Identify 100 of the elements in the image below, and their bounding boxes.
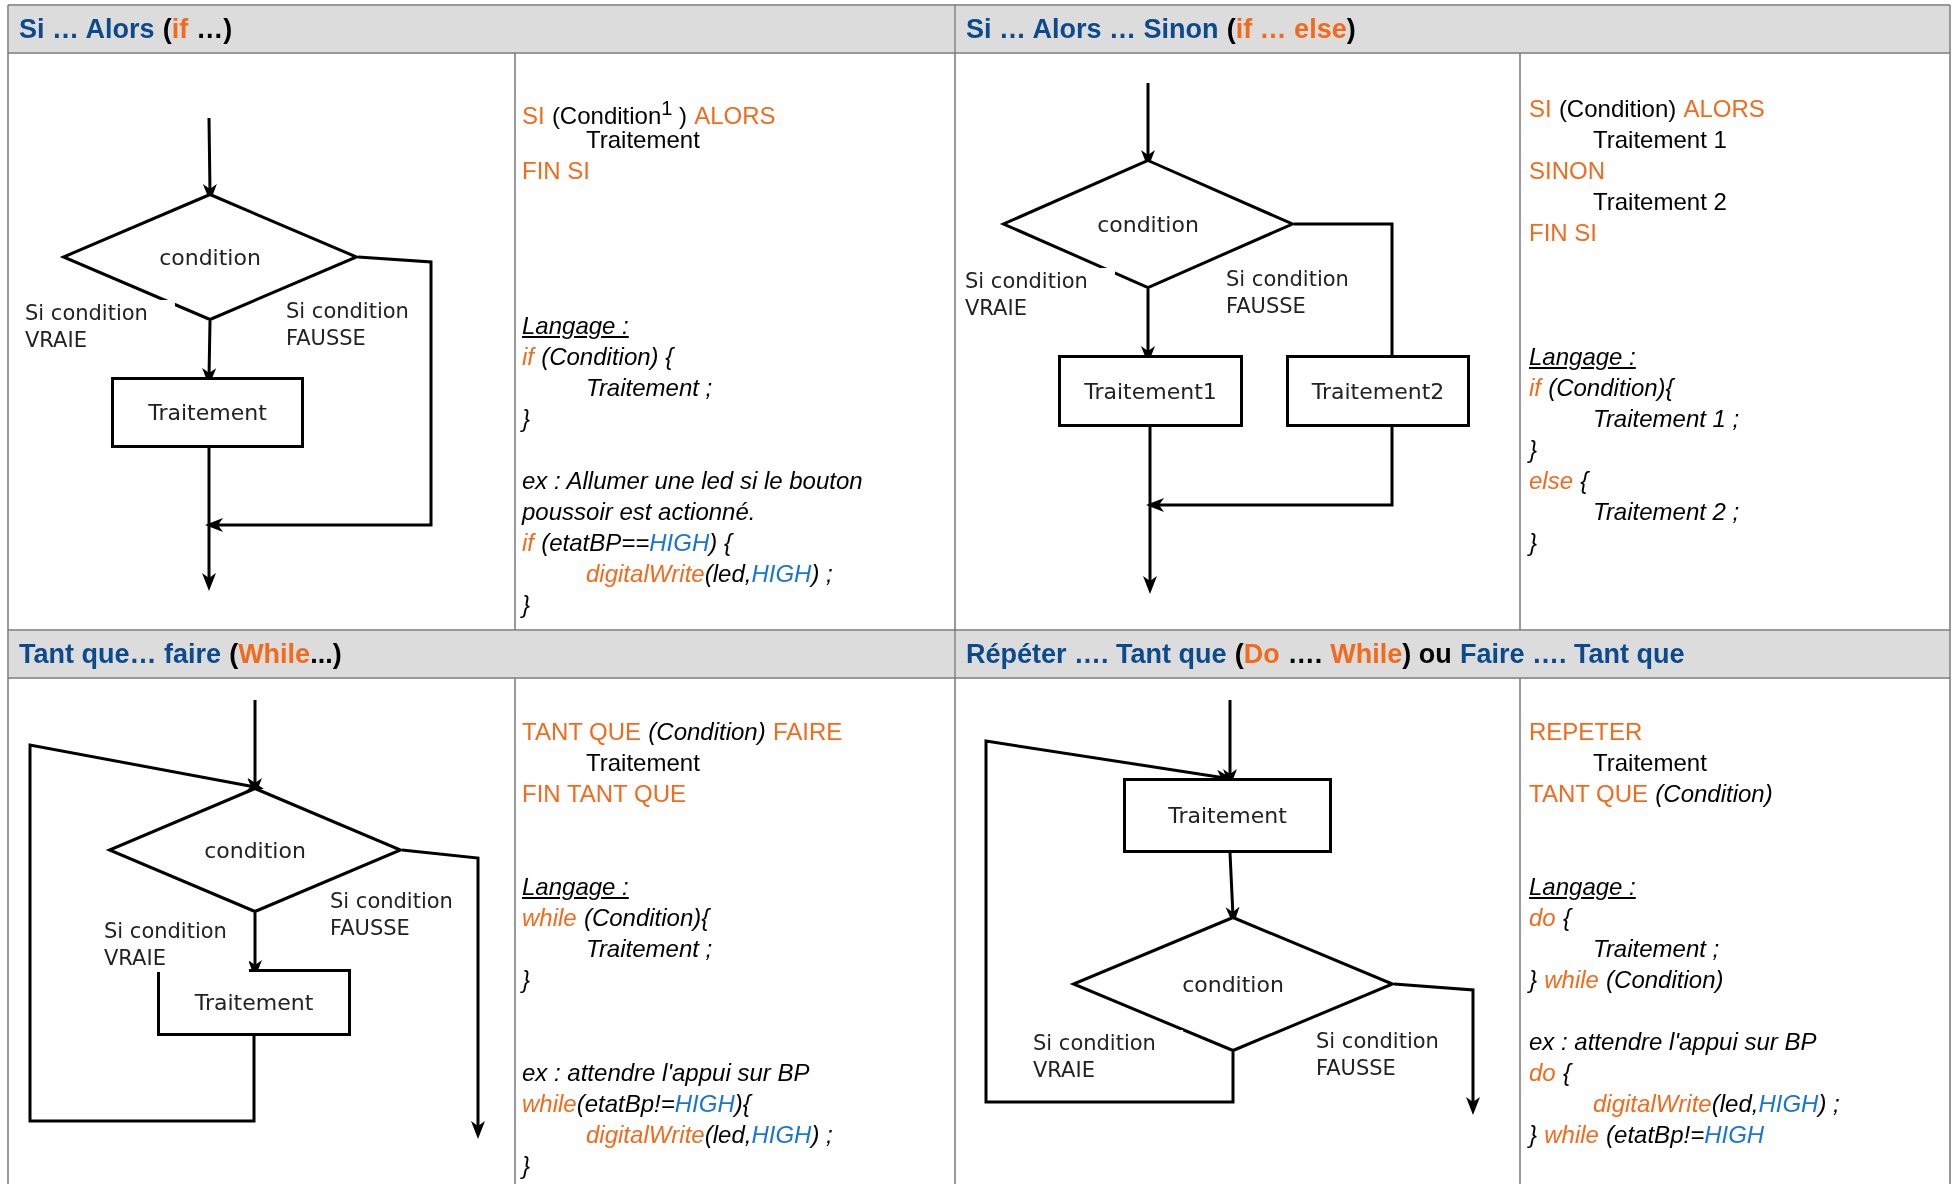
code-text: ) ; — [811, 560, 833, 587]
arrow — [205, 255, 433, 532]
code-keyword: if … else — [1235, 14, 1347, 44]
code-text: Traitement 1 — [1593, 126, 1727, 153]
code-keyword: ALORS — [694, 102, 776, 129]
arrow — [1146, 427, 1394, 512]
header-text: ( — [1234, 639, 1244, 669]
header-text: ( — [1226, 14, 1236, 44]
code-text: (Condition) — [1558, 95, 1677, 122]
code-text: } — [522, 1152, 530, 1179]
code-text: } — [1529, 529, 1537, 556]
code-text: (Condition) — [1655, 780, 1773, 807]
process-box: Traitement2 — [1286, 355, 1470, 427]
code-keyword: else — [1529, 467, 1574, 494]
section-title: Tant que… faire — [19, 639, 222, 669]
header-text: …) — [196, 14, 233, 44]
code-keyword: digitalWrite — [1593, 1090, 1712, 1117]
code-keyword: while — [522, 904, 577, 931]
process-box: Traitement1 — [1058, 355, 1243, 427]
arrow — [28, 743, 264, 1123]
code-text: (led, — [704, 560, 752, 587]
code-text: (Condition){ — [583, 904, 710, 931]
arrow — [202, 448, 216, 591]
code-keyword: digitalWrite — [586, 560, 705, 587]
code-keyword: SI — [522, 102, 545, 129]
arrow — [1393, 982, 1480, 1115]
code-text: { — [1580, 467, 1589, 494]
header-text: ( — [162, 14, 172, 44]
code-text: (led, — [704, 1121, 752, 1148]
code-keyword: FIN SI — [522, 157, 590, 184]
code-keyword: REPETER — [1529, 718, 1643, 745]
code-keyword: FIN TANT QUE — [522, 780, 686, 807]
code-keyword: FIN SI — [1529, 219, 1597, 246]
arrow — [401, 848, 485, 1139]
process-box: Traitement — [111, 377, 304, 448]
code-text: { — [1562, 904, 1571, 931]
code-text: (etatBp!= — [576, 1090, 675, 1117]
arrow — [984, 739, 1235, 1104]
header-text: ) ou — [1402, 639, 1452, 669]
header-text: ) — [1346, 14, 1356, 44]
connector-line — [1294, 222, 1394, 355]
header-text: …. — [1287, 639, 1323, 669]
section-title: Faire …. Tant que — [1459, 639, 1685, 669]
code-text: (Condition) — [1606, 966, 1724, 993]
code-text: (Condition) { — [541, 343, 674, 370]
header-text: ( — [229, 639, 239, 669]
header-text: ...) — [310, 639, 342, 669]
code-keyword: if — [522, 529, 534, 556]
arrow — [1143, 427, 1157, 594]
code-keyword: digitalWrite — [586, 1121, 705, 1148]
code-text: ) ; — [1818, 1090, 1840, 1117]
code-text: { — [1562, 1059, 1571, 1086]
code-constant: HIGH — [1704, 1121, 1765, 1148]
process-box: Traitement — [157, 969, 351, 1036]
code-text: ){ — [734, 1090, 751, 1117]
code-text: } — [522, 966, 530, 993]
section-label: Langage : — [522, 873, 629, 900]
code-text: Traitement ; — [586, 374, 713, 401]
code-text: } — [1529, 436, 1537, 463]
code-keyword: TANT QUE — [522, 718, 642, 745]
code-text: Traitement 1 ; — [1593, 405, 1740, 432]
code-text: (Condition) — [648, 718, 766, 745]
code-text: Traitement 2 — [1593, 188, 1727, 215]
process-box: Traitement — [1123, 778, 1332, 853]
code-text: ) ; — [811, 1121, 833, 1148]
code-keyword: Do — [1243, 639, 1280, 669]
code-keyword: FAIRE — [772, 718, 843, 745]
code-text: Traitement 2 ; — [1593, 498, 1740, 525]
code-text: } — [1529, 966, 1537, 993]
section-label: Langage : — [1529, 873, 1636, 900]
code-keyword: TANT QUE — [1529, 780, 1649, 807]
code-text: ex : attendre l'appui sur BP — [522, 1059, 810, 1086]
code-keyword: do — [1529, 904, 1556, 931]
code-keyword: if — [171, 14, 189, 44]
code-text: (Condition){ — [1548, 374, 1674, 401]
code-keyword: While — [1330, 639, 1403, 669]
code-keyword: while — [1544, 966, 1599, 993]
code-text: ex : attendre l'appui sur BP — [1529, 1028, 1817, 1055]
code-text: Traitement ; — [1593, 935, 1720, 962]
code-text: Traitement — [586, 749, 700, 776]
code-keyword: SI — [1529, 95, 1552, 122]
section-title: Si … Alors — [19, 14, 155, 44]
code-keyword: if — [522, 343, 534, 370]
section-label: Langage : — [1529, 343, 1636, 370]
code-text: (led, — [1711, 1090, 1759, 1117]
code-text: ) { — [709, 529, 732, 556]
code-keyword: While — [238, 639, 311, 669]
code-keyword: if — [1529, 374, 1541, 401]
code-text: Traitement ; — [586, 935, 713, 962]
code-text: (etatBp!= — [1606, 1121, 1705, 1148]
code-text: (etatBP== — [541, 529, 650, 556]
section-title: Répéter …. Tant que — [966, 639, 1227, 669]
code-keyword: ALORS — [1683, 95, 1765, 122]
code-keyword: SINON — [1529, 157, 1605, 184]
section-label: Langage : — [522, 312, 629, 339]
code-text: } — [522, 591, 530, 618]
code-text: ex : Allumer une led si le bouton poussoir est actionné. — [522, 467, 863, 525]
code-text: } — [522, 405, 530, 432]
section-title: Si … Alors … Sinon — [966, 14, 1219, 44]
code-text: } — [1529, 1121, 1537, 1148]
